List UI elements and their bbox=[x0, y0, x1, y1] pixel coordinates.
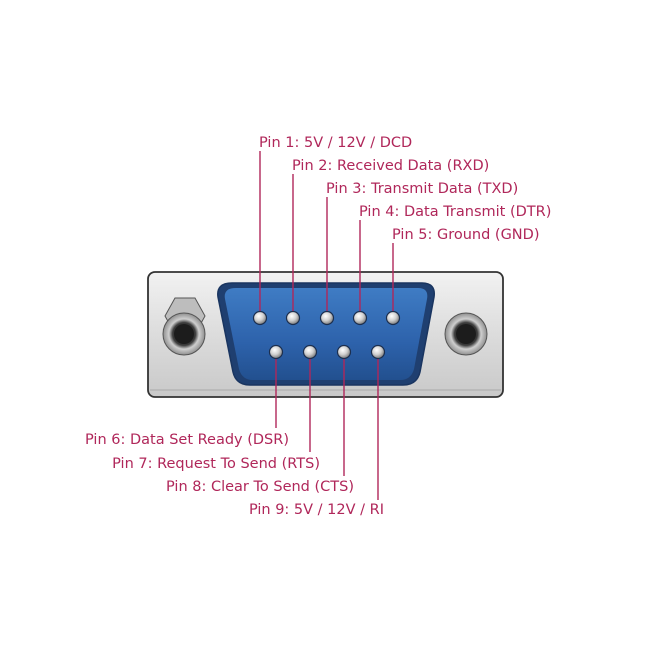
right-mounting-screw-icon bbox=[444, 312, 488, 356]
pin-contact-9 bbox=[370, 344, 386, 360]
pin-contact-6 bbox=[268, 344, 284, 360]
pin-contact-4 bbox=[352, 310, 368, 326]
pin-label-9: Pin 9: 5V / 12V / RI bbox=[249, 502, 384, 518]
pin-contact-2 bbox=[285, 310, 301, 326]
pin-label-3: Pin 3: Transmit Data (TXD) bbox=[326, 181, 518, 197]
pin-label-4: Pin 4: Data Transmit (DTR) bbox=[359, 204, 551, 220]
connector-body bbox=[217, 282, 435, 386]
pin-label-7: Pin 7: Request To Send (RTS) bbox=[112, 456, 320, 472]
pin-label-8: Pin 8: Clear To Send (CTS) bbox=[166, 479, 354, 495]
leader-lines bbox=[259, 151, 394, 500]
pin-contacts bbox=[252, 310, 401, 360]
left-mounting-screw-icon bbox=[162, 297, 206, 356]
pin-label-6: Pin 6: Data Set Ready (DSR) bbox=[85, 432, 289, 448]
pin-label-1: Pin 1: 5V / 12V / DCD bbox=[259, 135, 412, 151]
pin-label-5: Pin 5: Ground (GND) bbox=[392, 227, 539, 243]
pin-contact-3 bbox=[319, 310, 335, 326]
bottom-pin-labels: Pin 6: Data Set Ready (DSR) Pin 7: Reque… bbox=[85, 432, 384, 518]
pin-contact-8 bbox=[336, 344, 352, 360]
pin-contact-1 bbox=[252, 310, 268, 326]
pin-contact-5 bbox=[385, 310, 401, 326]
top-pin-labels: Pin 1: 5V / 12V / DCD Pin 2: Received Da… bbox=[259, 135, 551, 243]
pin-label-2: Pin 2: Received Data (RXD) bbox=[292, 158, 489, 174]
pin-contact-7 bbox=[302, 344, 318, 360]
